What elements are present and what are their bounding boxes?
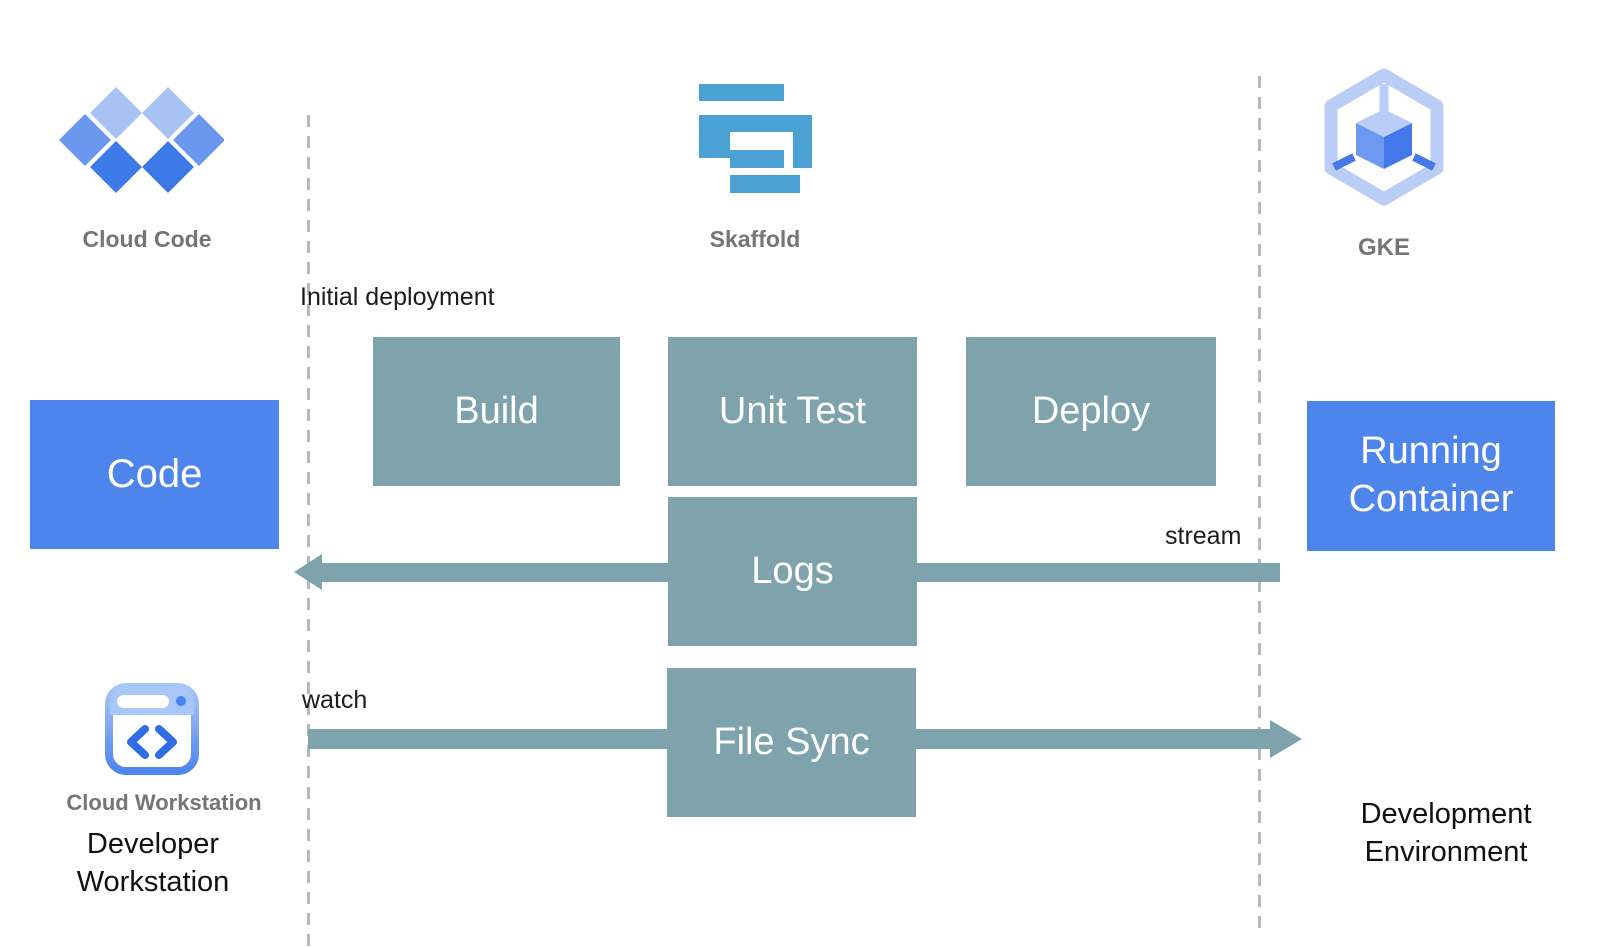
cloud-code-diamond	[142, 141, 194, 193]
build-box: Build	[373, 337, 620, 486]
code-box-label: Code	[106, 452, 203, 497]
left-lane-divider	[307, 115, 310, 948]
gke-cube-right	[1384, 123, 1412, 169]
file-sync-box-label: File Sync	[713, 720, 870, 763]
running-container-box-label: Running Container	[1348, 430, 1514, 520]
cloud-code-diamond	[173, 114, 224, 166]
skaffold-label: Skaffold	[709, 226, 801, 252]
file-sync-box: File Sync	[667, 668, 916, 817]
deploy-box: Deploy	[966, 337, 1216, 486]
gke-label: GKE	[1357, 234, 1410, 261]
stream-arrow-head	[294, 554, 322, 590]
unit-test-box: Unit Test	[668, 337, 917, 486]
watch-label: watch	[302, 686, 368, 714]
deploy-box-label: Deploy	[1031, 389, 1151, 432]
logs-box-label: Logs	[751, 549, 834, 592]
skaffold-icon	[690, 75, 825, 205]
gke-hexagon	[1324, 68, 1444, 206]
development-environment-label: Development Environment	[1360, 798, 1532, 868]
running-container-box: Running Container	[1307, 401, 1555, 551]
unit-test-box-label: Unit Test	[718, 389, 867, 432]
cloud-code-diamond	[142, 87, 194, 139]
initial-deployment-label: Initial deployment	[300, 283, 495, 311]
stream-label: stream	[1165, 522, 1242, 550]
workstation-code-chevron-left	[127, 725, 149, 759]
workstation-dot	[176, 696, 186, 706]
cloud-code-diamond	[59, 114, 111, 166]
watch-arrow-head	[1270, 720, 1302, 758]
gke-cube-left	[1356, 123, 1384, 169]
gke-icon	[1318, 64, 1450, 214]
cloud-code-diamond	[90, 87, 142, 139]
developer-workstation-label: Developer Workstation	[76, 828, 230, 898]
cloud-code-diamond	[90, 141, 142, 193]
cloud-workstation-icon	[104, 682, 200, 776]
cloud-workstation-label: Cloud Workstation	[66, 790, 262, 815]
build-box-label: Build	[454, 389, 539, 432]
workstation-code-chevron-right	[155, 725, 177, 759]
code-box: Code	[30, 400, 279, 549]
cloud-code-icon	[59, 84, 224, 196]
right-lane-divider	[1258, 76, 1261, 932]
cloud-code-label: Cloud Code	[82, 226, 212, 252]
logs-box: Logs	[668, 497, 917, 646]
